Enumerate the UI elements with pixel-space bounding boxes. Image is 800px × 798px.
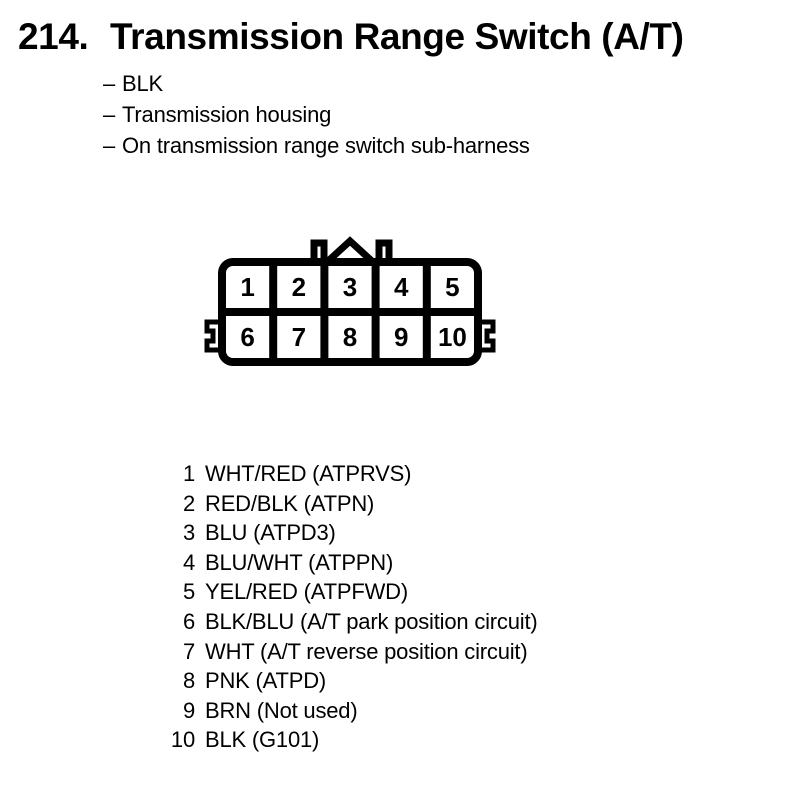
- pin-number: 4: [182, 549, 195, 575]
- pin-description: YEL/RED (ATPFWD): [205, 579, 408, 605]
- page-title: 214. Transmission Range Switch (A/T): [18, 16, 684, 58]
- pin-number: 8: [182, 668, 195, 694]
- pin-cell-3: 3: [343, 272, 357, 302]
- dash-bullet: –: [103, 71, 116, 96]
- pin-row: 5 YEL/RED (ATPFWD): [151, 577, 538, 607]
- dash-bullet: –: [103, 102, 116, 127]
- pin-description: RED/BLK (ATPN): [205, 490, 375, 516]
- pin-cell-2: 2: [292, 272, 306, 302]
- pin-description: BLK (G101): [205, 727, 320, 753]
- note-text: Transmission housing: [122, 102, 332, 127]
- pin-cell-4: 4: [394, 272, 409, 302]
- pin-number: 5: [182, 579, 195, 605]
- pin-row: 7 WHT (A/T reverse position circuit): [151, 637, 538, 667]
- pin-cell-7: 7: [292, 322, 306, 352]
- pin-cell-1: 1: [240, 272, 254, 302]
- pin-number: 2: [182, 490, 195, 516]
- pin-cell-8: 8: [343, 322, 357, 352]
- pin-description: WHT/RED (ATPRVS): [205, 461, 412, 486]
- note-item: – On transmission range switch sub-harne…: [103, 130, 530, 161]
- pin-row: 6 BLK/BLU (A/T park position circuit): [151, 607, 538, 637]
- pin-number: 1: [182, 461, 195, 486]
- latch-tab-left: [310, 239, 328, 262]
- note-text: BLK: [122, 71, 163, 96]
- pin-cell-10: 10: [438, 322, 467, 352]
- pin-row: 2 RED/BLK (ATPN): [151, 489, 538, 519]
- note-item: – BLK: [103, 68, 530, 99]
- pin-row: 10 BLK (G101): [151, 725, 538, 755]
- pin-description: BLU/WHT (ATPPN): [205, 549, 394, 575]
- pin-description: BLU (ATPD3): [205, 520, 336, 546]
- pin-description: BRN (Not used): [205, 697, 358, 723]
- pin-number: 9: [182, 697, 195, 723]
- pin-row: 4 BLU/WHT (ATPPN): [151, 548, 538, 578]
- pin-description: WHT (A/T reverse position circuit): [205, 638, 528, 664]
- note-item: – Transmission housing: [103, 99, 530, 130]
- pin-number: 7: [182, 638, 195, 664]
- pin-legend: 1 WHT/RED (ATPRVS) 2 RED/BLK (ATPN) 3 BL…: [151, 459, 538, 755]
- pin-description: BLK/BLU (A/T park position circuit): [205, 608, 538, 634]
- figure-number: 214.: [18, 16, 89, 57]
- pin-number: 10: [170, 727, 195, 753]
- latch-triangle: [323, 236, 377, 266]
- dash-bullet: –: [103, 133, 116, 158]
- connector-notes: – BLK – Transmission housing – On transm…: [103, 68, 530, 161]
- note-text: On transmission range switch sub-harness: [122, 133, 530, 158]
- pin-row: 3 BLU (ATPD3): [151, 518, 538, 548]
- pin-cell-5: 5: [445, 272, 459, 302]
- pin-row: 9 BRN (Not used): [151, 696, 538, 726]
- pin-cell-9: 9: [394, 322, 408, 352]
- pin-description: PNK (ATPD): [205, 668, 327, 694]
- pin-number: 3: [182, 520, 195, 546]
- pin-row: 1 WHT/RED (ATPRVS): [151, 459, 538, 489]
- latch-tab-right: [375, 239, 393, 262]
- pin-cell-6: 6: [240, 322, 254, 352]
- pin-number: 6: [182, 608, 195, 634]
- figure-title: Transmission Range Switch (A/T): [110, 16, 684, 57]
- connector-diagram: 1 2 3 4 5 6 7 8 9 10: [204, 236, 496, 366]
- pin-row: 8 PNK (ATPD): [151, 666, 538, 696]
